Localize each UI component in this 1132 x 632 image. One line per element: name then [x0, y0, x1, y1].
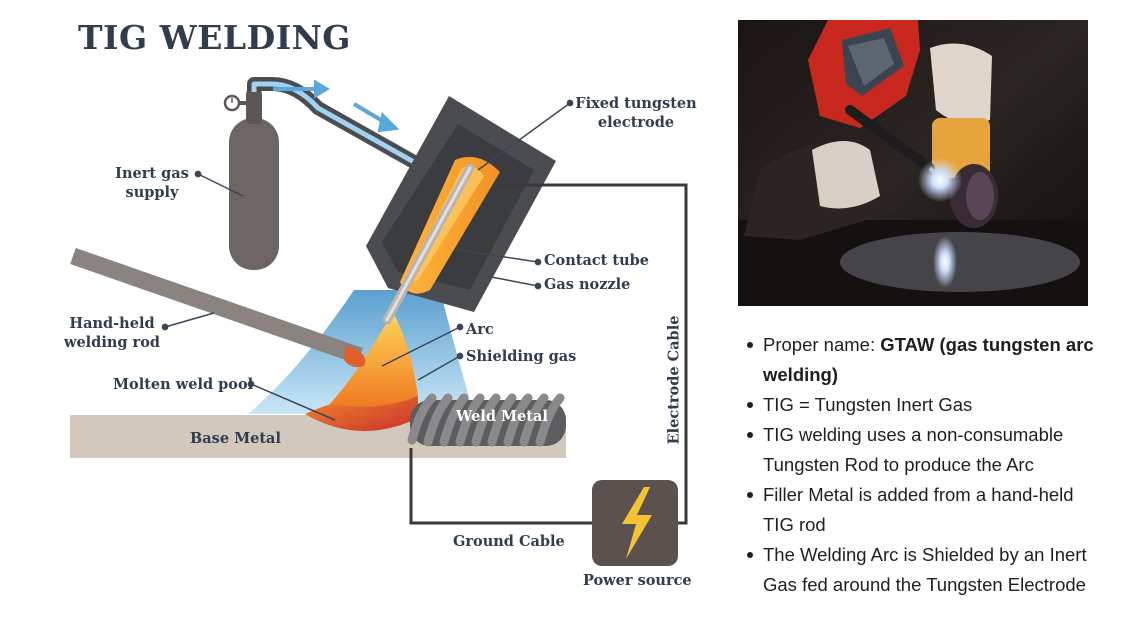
leader-lines	[161, 99, 574, 421]
notes-list: Proper name: GTAW (gas tungsten arc weld…	[746, 330, 1096, 600]
list-item: Filler Metal is added from a hand-held T…	[746, 480, 1096, 540]
list-item: The Welding Arc is Shielded by an Inert …	[746, 540, 1096, 600]
label-electrode-cable: Electrode Cable	[665, 315, 683, 445]
label-contact-tube: Contact tube	[544, 252, 650, 269]
pressure-gauge-icon	[223, 94, 246, 112]
label-base-metal: Base Metal	[190, 430, 281, 447]
list-item: TIG = Tungsten Inert Gas	[746, 390, 1096, 420]
list-item: Proper name: GTAW (gas tungsten arc weld…	[746, 330, 1096, 390]
weld-metal-beads	[407, 393, 566, 447]
list-item: TIG welding uses a non-consumable Tungst…	[746, 420, 1096, 480]
welding-rod-melting-tip	[344, 346, 366, 368]
page-title: TIG WELDING	[78, 18, 351, 57]
lightning-bolt-icon	[622, 487, 652, 559]
label-ground-cable: Ground Cable	[453, 533, 565, 550]
hand-held-welding-rod	[70, 247, 363, 365]
label-fixed-tungsten-electrode: Fixed tungsten electrode	[575, 95, 697, 131]
label-molten-weld-pool: Molten weld pool	[113, 376, 254, 393]
label-gas-nozzle: Gas nozzle	[544, 276, 631, 293]
label-shielding-gas: Shielding gas	[466, 348, 577, 365]
label-weld-metal: Weld Metal	[456, 408, 548, 425]
label-hand-held-welding-rod: Hand-held welding rod	[63, 315, 161, 351]
ground-cable	[409, 448, 592, 525]
label-arc: Arc	[466, 321, 494, 338]
gas-cylinder	[229, 90, 279, 270]
label-power-source: Power source	[583, 572, 692, 589]
welding-arc	[330, 312, 418, 407]
welder-photo	[738, 20, 1088, 306]
electrode-cable	[494, 183, 688, 525]
label-inert-gas-supply: Inert gas supply	[115, 165, 189, 201]
